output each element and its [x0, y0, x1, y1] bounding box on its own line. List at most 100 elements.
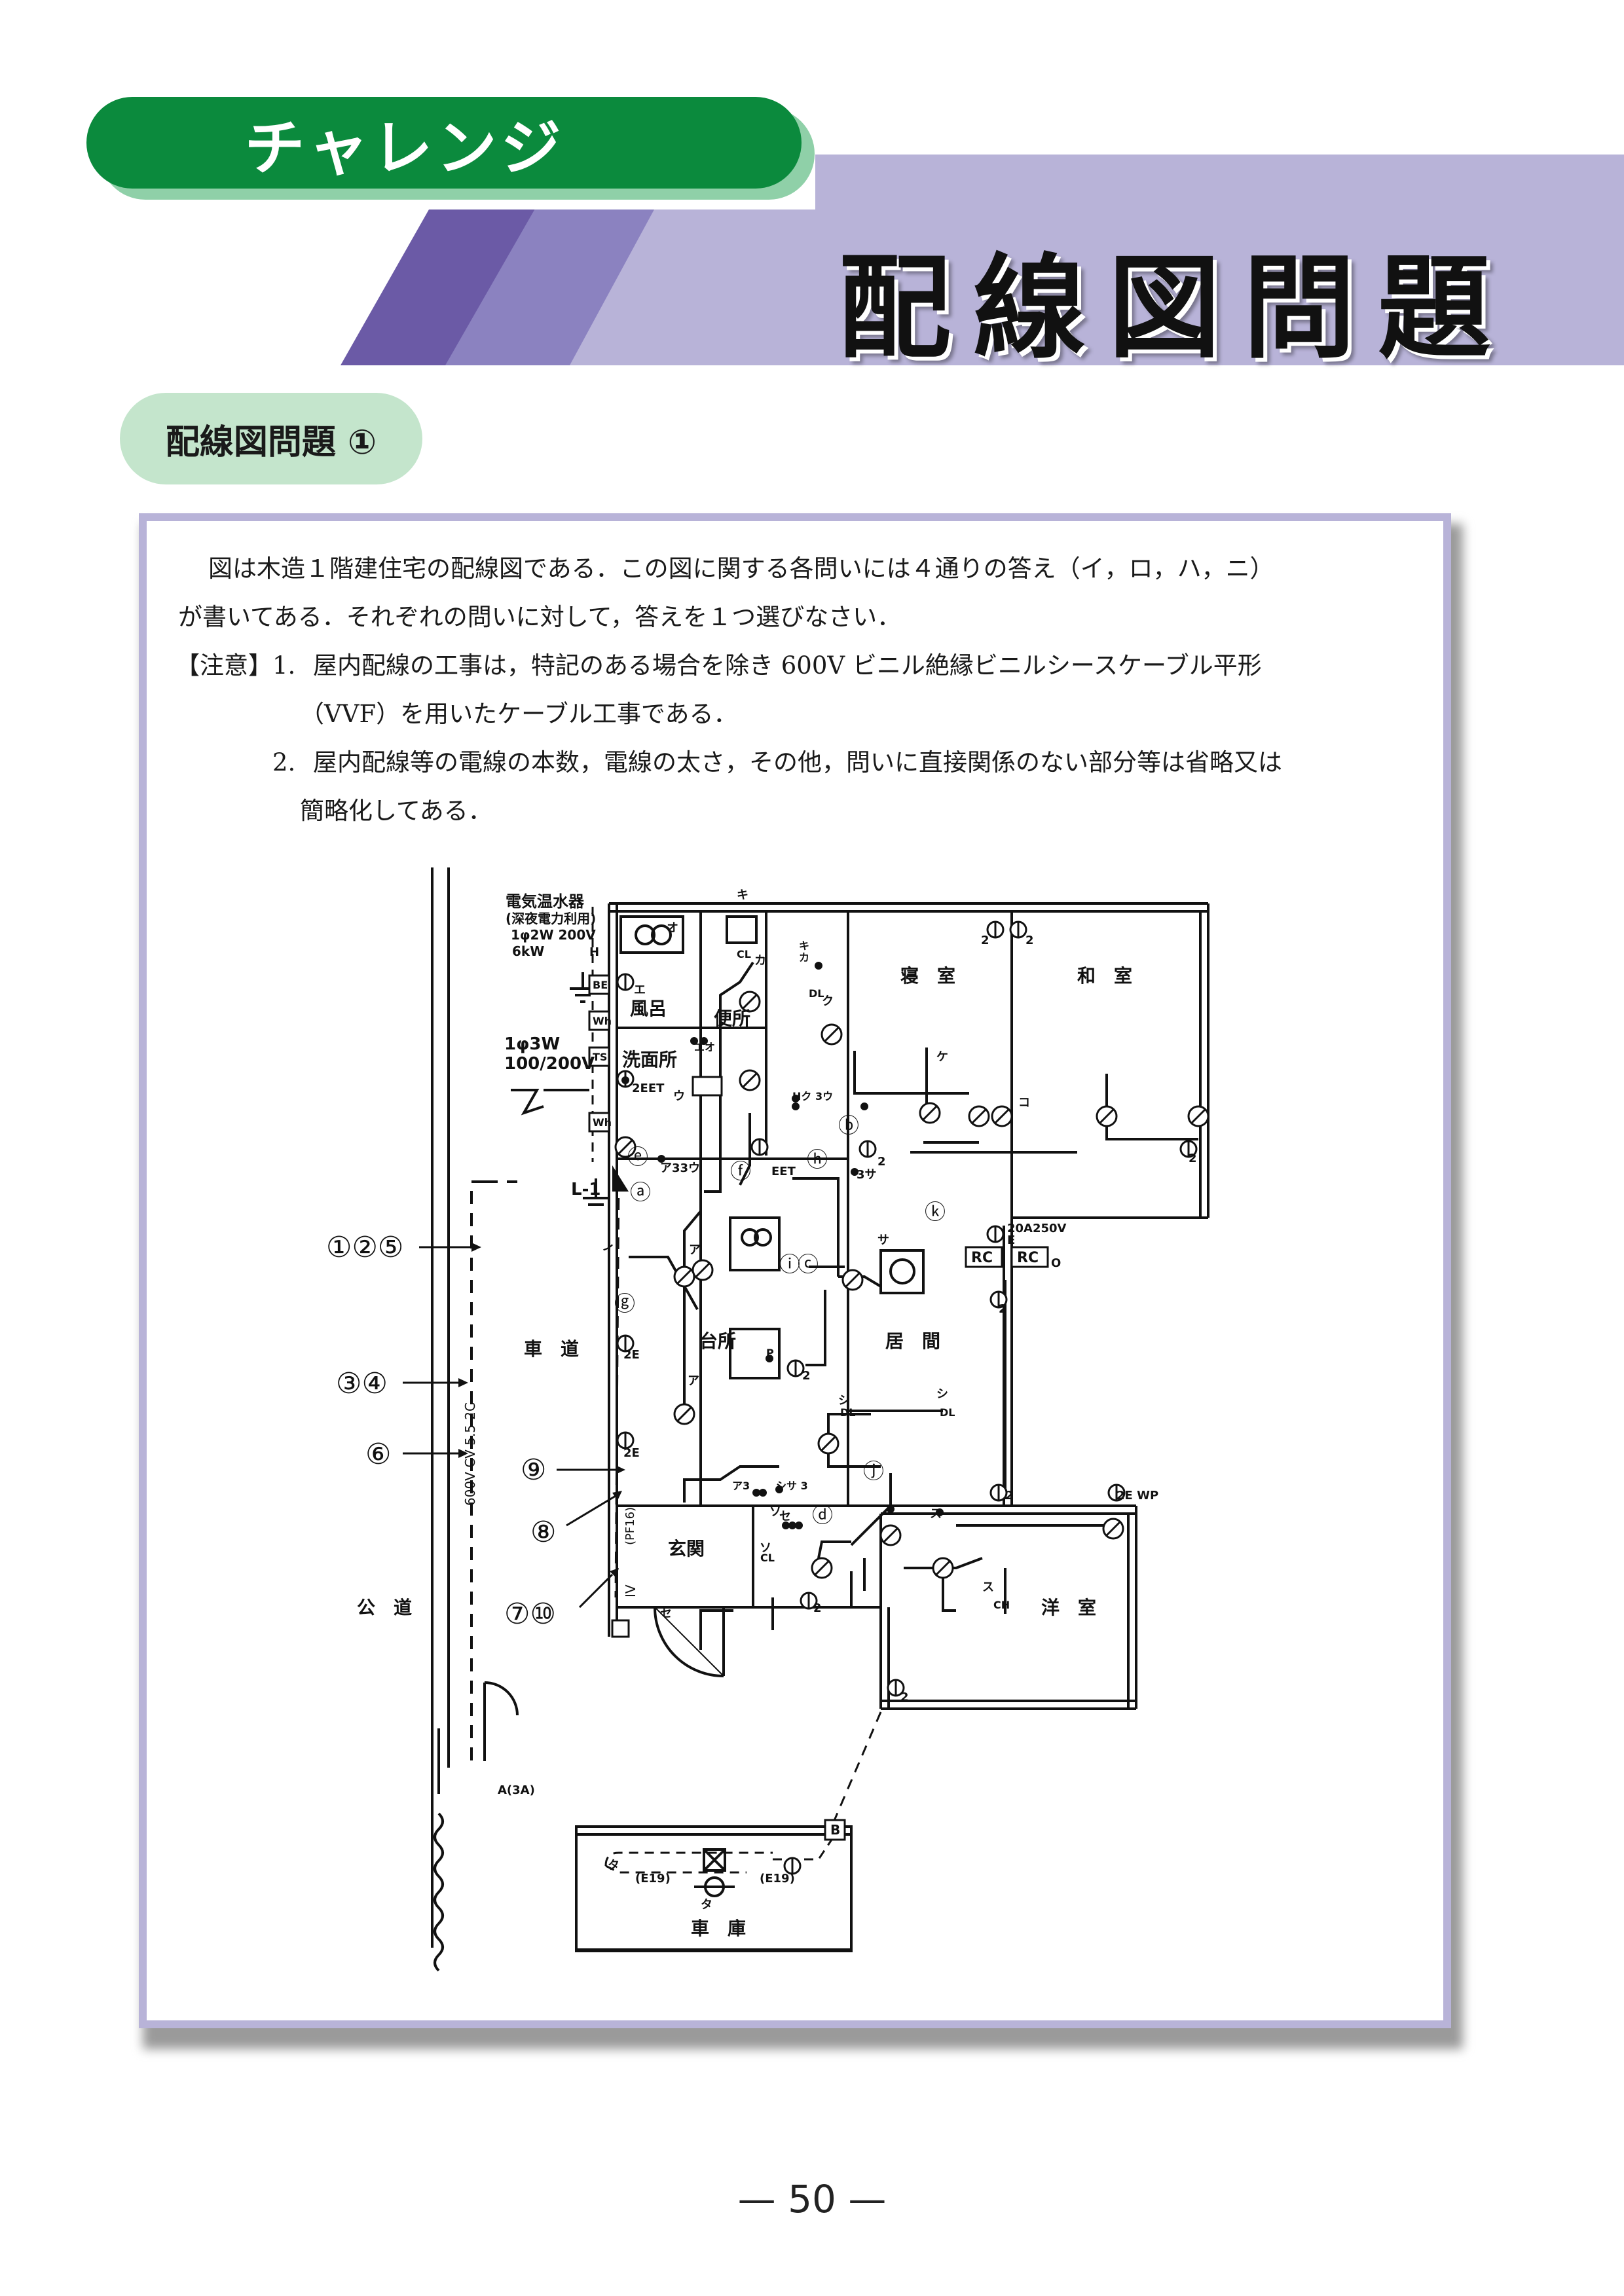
svg-text:タ: タ [608, 1859, 619, 1872]
callout-1-2-5: ①②⑤ [326, 1231, 403, 1264]
svg-text:Wh: Wh [593, 1116, 612, 1129]
svg-text:RC: RC [971, 1250, 993, 1266]
marker-e: ⓔ [627, 1144, 648, 1169]
note-label: 【注意】 [175, 651, 272, 680]
marker-a: ⓐ [630, 1180, 651, 1205]
svg-text:ク: ク [822, 994, 834, 1008]
switch-dot [851, 1168, 858, 1176]
callout-8: ⑧ [530, 1516, 556, 1549]
svg-text:DL: DL [809, 987, 824, 1000]
svg-text:TS: TS [593, 1051, 607, 1063]
svg-text:B: B [830, 1822, 840, 1838]
svg-text:シ: シ [838, 1394, 850, 1408]
iv-label: IV [623, 1584, 638, 1597]
room-entrance: 玄関 [668, 1538, 705, 1559]
switch-dot [788, 1522, 796, 1529]
svg-text:ウ: ウ [673, 1089, 685, 1103]
svg-text:2EET: 2EET [632, 1082, 665, 1095]
svg-text:E: E [1007, 1233, 1015, 1247]
switch-dot [782, 1522, 790, 1529]
room-garage: 車 庫 [691, 1918, 746, 1939]
switch-dot [860, 1102, 868, 1110]
room-western: 洋 室 [1041, 1597, 1096, 1618]
svg-text:キ: キ [737, 888, 748, 902]
page-number: — 50 — [737, 2177, 887, 2221]
room-public-road: 公 道 [357, 1597, 412, 1618]
svg-text:ア3: ア3 [732, 1480, 750, 1492]
marker-k: ⓚ [925, 1199, 946, 1224]
luminaire-hatch [971, 1108, 987, 1124]
marker-j: ⓙ [863, 1459, 884, 1484]
svg-text:2: 2 [981, 934, 989, 947]
svg-text:1φ2W 200V: 1φ2W 200V [511, 927, 596, 943]
marker-c: ⓒ [798, 1252, 819, 1277]
svg-text:2: 2 [999, 1302, 1007, 1316]
luminaire-hatch [1105, 1521, 1121, 1537]
switch-dot [795, 1522, 803, 1529]
luminaire-hatch [1099, 1108, 1115, 1124]
svg-text:シサ 3: シサ 3 [776, 1480, 808, 1492]
svg-text:コ: コ [1018, 1096, 1030, 1110]
room-living: 居 間 [885, 1330, 940, 1352]
note-1-line-2: （VVF）を用いたケーブル工事である． [300, 700, 738, 728]
svg-text:ソ: ソ [760, 1541, 771, 1555]
room-bath: 風呂 [630, 998, 667, 1019]
luminaire-hatch [824, 1027, 840, 1042]
svg-text:CL: CL [760, 1552, 775, 1564]
svg-text:2E: 2E [623, 1348, 640, 1362]
marker-d: ⓓ [812, 1503, 833, 1527]
svg-text:エ: エ [634, 983, 646, 997]
luminaire-hatch [821, 1436, 836, 1451]
svg-text:1φ3W: 1φ3W [504, 1034, 560, 1054]
svg-text:ケ: ケ [936, 1050, 948, 1064]
luminaire-hatch [883, 1527, 898, 1543]
switch-dot [792, 1095, 800, 1102]
section-title: 配線図問題 ① [165, 422, 377, 462]
problem-frame [139, 513, 1451, 2028]
svg-text:サ: サ [877, 1233, 889, 1247]
heater-label: 電気温水器 [506, 892, 585, 911]
luminaire-hatch [742, 994, 758, 1010]
svg-text:オ: オ [667, 921, 678, 935]
svg-text:ス: ス [982, 1580, 994, 1594]
svg-text:キ: キ [799, 939, 809, 952]
callout-7-10: ⑦⑩ [504, 1597, 556, 1631]
switch-dot [936, 1508, 944, 1516]
svg-text:2: 2 [900, 1690, 909, 1704]
luminaire-hatch [994, 1108, 1010, 1124]
svg-text:EET: EET [771, 1165, 796, 1178]
marker-g: ⓖ [614, 1291, 635, 1316]
note-2-number: 2. [272, 748, 296, 776]
callout-3-4: ③④ [336, 1367, 388, 1400]
tag-text: チャレンジ [244, 113, 565, 183]
svg-text:カ: カ [799, 951, 809, 964]
svg-text:Hク 3ウ: Hク 3ウ [792, 1090, 833, 1102]
svg-text:イ: イ [602, 1243, 614, 1257]
svg-text:(E19): (E19) [760, 1872, 795, 1886]
marker-f: ⓕ [730, 1159, 751, 1184]
luminaire-hatch [676, 1406, 692, 1422]
luminaire-hatch [935, 1560, 951, 1576]
svg-text:L-1: L-1 [571, 1180, 600, 1199]
svg-text:6kW: 6kW [512, 943, 544, 959]
svg-text:2: 2 [813, 1601, 822, 1615]
note-2-line-1: 屋内配線等の電線の本数，電線の太さ，その他，問いに直接関係のない部分等は省略又は [313, 748, 1282, 776]
note-2-line-2: 簡略化してある． [300, 797, 492, 825]
svg-text:シ: シ [936, 1387, 948, 1401]
svg-text:ソ: ソ [769, 1505, 781, 1519]
svg-text:3サ: 3サ [857, 1168, 877, 1182]
svg-text:(E19): (E19) [635, 1872, 671, 1886]
switch-dot [759, 1489, 767, 1497]
luminaire-hatch [1190, 1108, 1206, 1124]
marker-i: ⓘ [779, 1252, 800, 1277]
svg-text:2E WP: 2E WP [1116, 1489, 1158, 1503]
room-japanese: 和 室 [1077, 965, 1132, 987]
switch-dot [621, 1076, 629, 1084]
svg-text:エオ: エオ [694, 1041, 715, 1053]
svg-text:2: 2 [1025, 934, 1034, 947]
switch-dot [815, 962, 822, 970]
marker-h: ⓗ [807, 1147, 828, 1172]
svg-text:100/200V: 100/200V [504, 1054, 595, 1074]
svg-text:セ: セ [660, 1607, 672, 1620]
switch-dot [792, 1102, 800, 1110]
